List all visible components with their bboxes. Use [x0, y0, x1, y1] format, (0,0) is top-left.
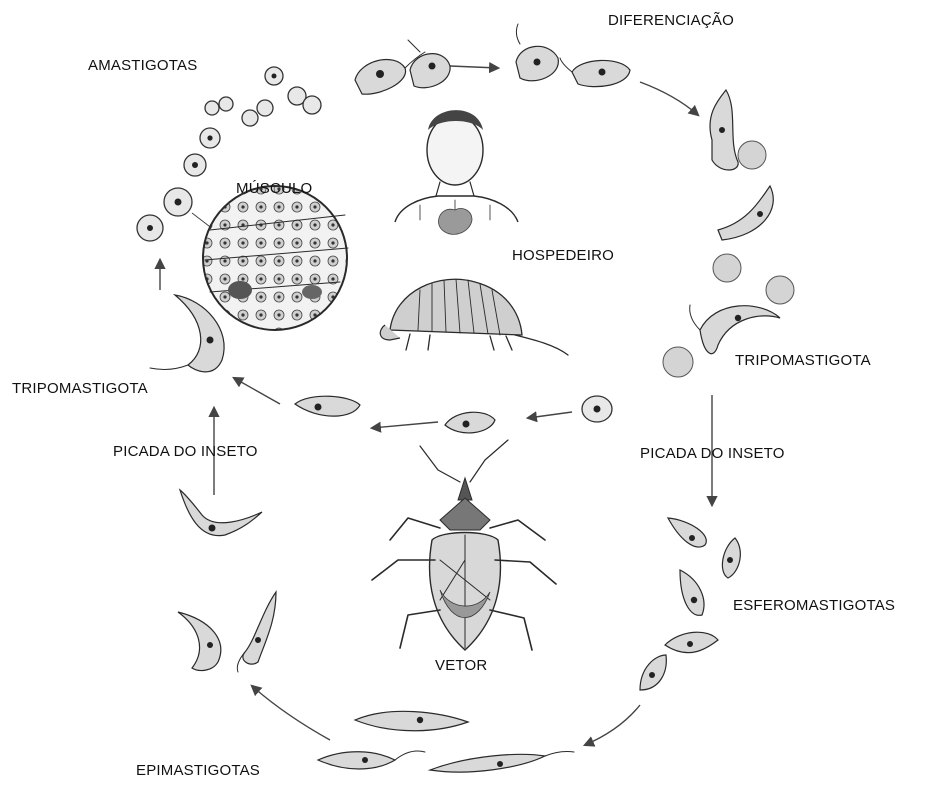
triatomine-vector-illustration: [372, 440, 556, 650]
bottom-host-forms: [295, 396, 612, 433]
armadillo-illustration: [380, 279, 568, 355]
label-esferomastigotas: ESFEROMASTIGOTAS: [733, 597, 895, 614]
sphaeromastigote-forms: [640, 518, 740, 690]
label-amastigotas: AMASTIGOTAS: [88, 57, 197, 74]
arrow-epimastigotes-up-left: [252, 686, 330, 740]
label-picada-do-inseto-right: PICADA DO INSETO: [640, 445, 785, 462]
label-epimastigotas: EPIMASTIGOTAS: [136, 762, 260, 779]
human-host-illustration: [395, 110, 518, 234]
arrow-bottom-leftward-1: [528, 412, 572, 418]
label-hospedeiro: HOSPEDEIRO: [512, 247, 614, 264]
metacyclic-trypomastigote: [180, 490, 262, 536]
left-epimastigotes: [178, 592, 276, 672]
differentiating-forms: [355, 24, 630, 94]
label-tripomastigota-left: TRIPOMASTIGOTA: [12, 380, 148, 397]
amastigote-cell: [205, 101, 219, 115]
label-musculo: MÚSCULO: [236, 180, 312, 197]
arrow-to-epimastigotes-right: [585, 705, 640, 745]
arrow-top-right-curve: [640, 82, 698, 115]
arrow-bottom-leftward-2: [372, 422, 438, 428]
epimastigote-forms: [318, 711, 574, 772]
right-trypomastigotes: [663, 90, 794, 377]
label-vetor: VETOR: [435, 657, 487, 674]
muscle-tissue-inset: [192, 186, 348, 330]
label-tripomastigota-right: TRIPOMASTIGOTA: [735, 352, 871, 369]
label-picada-do-inseto-left: PICADA DO INSETO: [113, 443, 258, 460]
left-trypomastigote: [150, 295, 224, 372]
arrow-amastigote-to-differentiation: [450, 66, 498, 68]
label-diferenciacao: DIFERENCIAÇÃO: [608, 12, 734, 29]
arrow-to-left-trypomastigote: [234, 378, 280, 404]
